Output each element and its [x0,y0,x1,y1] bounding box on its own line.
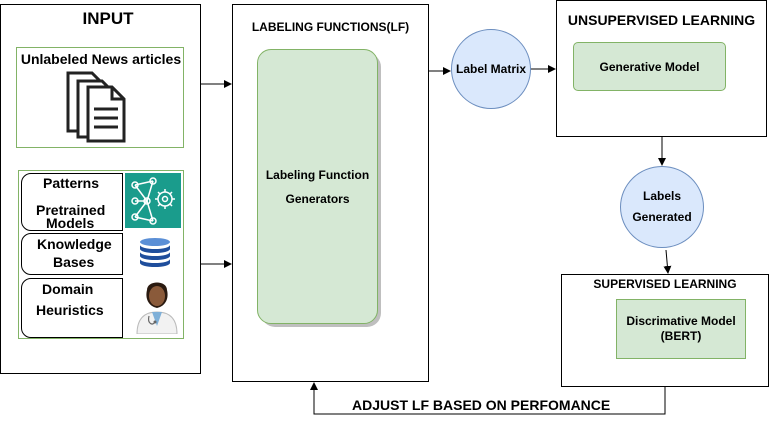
generative-model-label: Generative Model [599,59,700,74]
lf-title: LABELING FUNCTIONS(LF) [251,20,410,34]
doctor-icon [136,282,178,334]
lf-generators-line1: Labeling Function [265,167,370,182]
input-title: INPUT [82,9,134,28]
domain-source [21,278,123,338]
lf-generators-box: Labeling Function Generators [257,49,378,324]
labels-generated-node: Labels Generated [620,166,704,248]
label-matrix-node: Label Matrix [451,29,531,109]
news-articles-label: Unlabeled News articles [20,51,182,67]
generative-model-box: Generative Model [573,42,726,91]
models-label: Models [46,215,95,231]
pretrained-label: Pretrained [36,202,106,218]
domain-label: Domain [42,281,94,297]
heuristics-label: Heuristics [36,302,104,318]
discriminative-model-box: Discrimative Model (BERT) [616,299,746,359]
database-icon [140,238,170,267]
supervised-title: SUPERVISED LEARNING [593,277,737,291]
bases-label: Bases [53,254,95,270]
arrow-labels-to-supervised [663,249,672,274]
feedback-label: ADJUST LF BASED ON PERFOMANCE [352,397,611,413]
knowledge-label: Knowledge [37,236,112,252]
arrow-feedback [310,382,666,415]
discriminative-model-line1: Discrimative Model [626,314,736,328]
patterns-label: Patterns [43,175,100,191]
documents-icon [66,71,126,143]
knowledge-source [21,233,123,275]
unsupervised-title: UNSUPERVISED LEARNING [567,12,756,28]
lf-generators-line2: Generators [285,191,350,206]
labels-generated-line1: Labels [642,189,681,203]
labels-generated-line2: Generated [632,210,692,224]
neural-network-gear-icon [125,173,181,228]
patterns-source [21,173,123,231]
label-matrix-label: Label Matrix [455,62,527,76]
discriminative-model-line2: (BERT) [660,329,702,343]
